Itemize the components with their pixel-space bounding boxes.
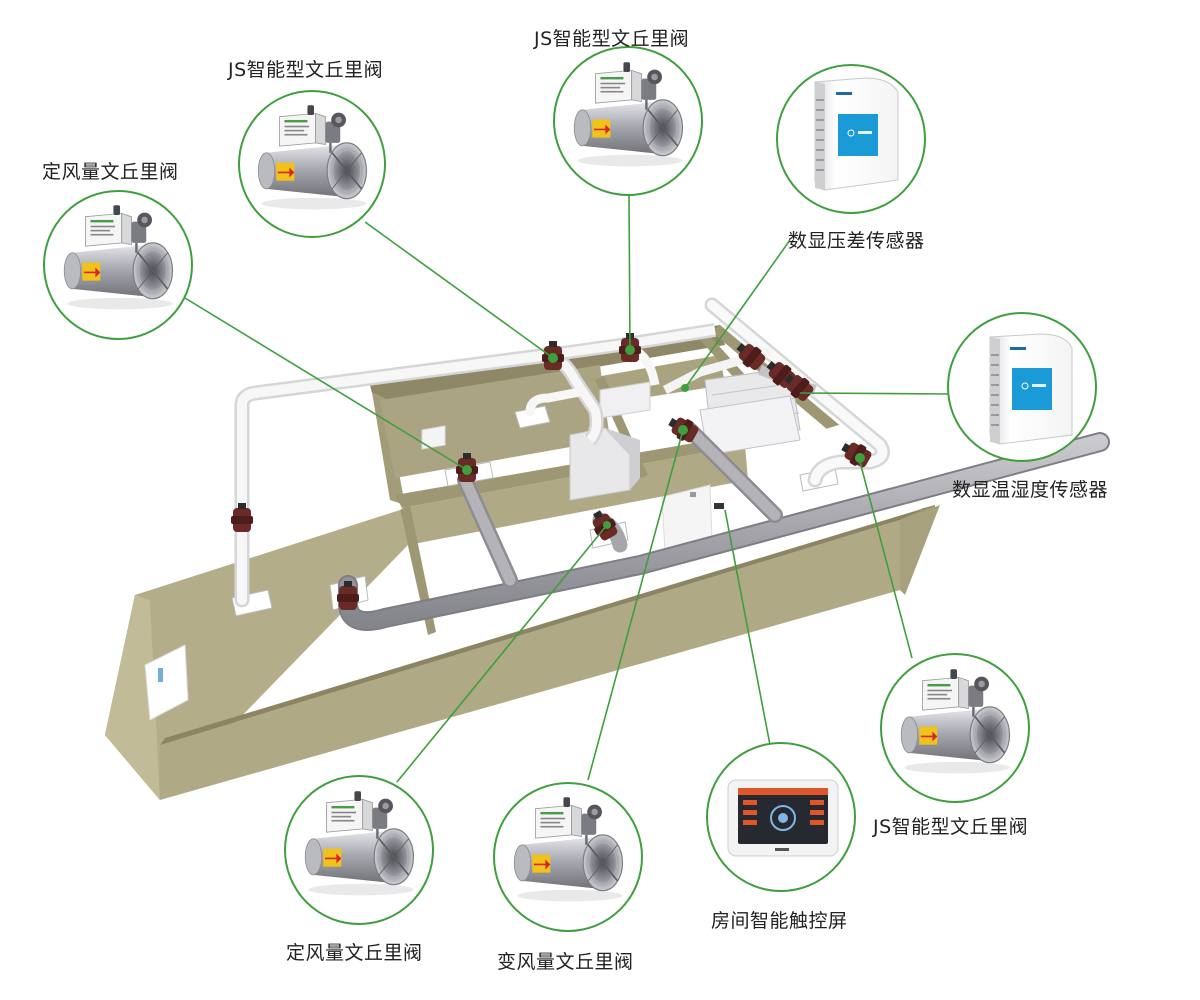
label-temp-humidity-sensor: 数显温湿度传感器 <box>952 479 1109 501</box>
label-js-valve-3: JS智能型文丘里阀 <box>873 816 1029 838</box>
label-js-valve-2: JS智能型文丘里阀 <box>534 28 690 50</box>
js-valve-callout-2 <box>553 46 703 196</box>
label-cav-valve-bottom: 定风量文丘里阀 <box>286 942 423 964</box>
temp-humidity-sensor-callout <box>947 312 1097 462</box>
label-touch-screen: 房间智能触控屏 <box>711 910 848 932</box>
pressure-sensor-callout <box>776 64 926 214</box>
temperature-humidity-sensor-icon <box>989 333 1073 445</box>
duct-network <box>231 297 1110 631</box>
label-cav-valve-top: 定风量文丘里阀 <box>42 161 179 183</box>
label-pressure-sensor: 数显压差传感器 <box>788 230 925 252</box>
vav-valve-callout <box>493 782 643 932</box>
cav-valve-callout-bottom <box>284 775 434 925</box>
label-js-valve-1: JS智能型文丘里阀 <box>228 59 384 81</box>
label-vav-valve: 变风量文丘里阀 <box>497 951 634 973</box>
cav-valve-callout-top <box>43 190 193 340</box>
callout-lines <box>184 194 949 783</box>
touch-screen-callout <box>706 742 856 892</box>
pressure-sensor-icon <box>814 77 899 191</box>
js-valve-callout-1 <box>238 90 386 238</box>
touch-panel-icon <box>727 779 839 857</box>
js-valve-callout-3 <box>880 653 1030 803</box>
